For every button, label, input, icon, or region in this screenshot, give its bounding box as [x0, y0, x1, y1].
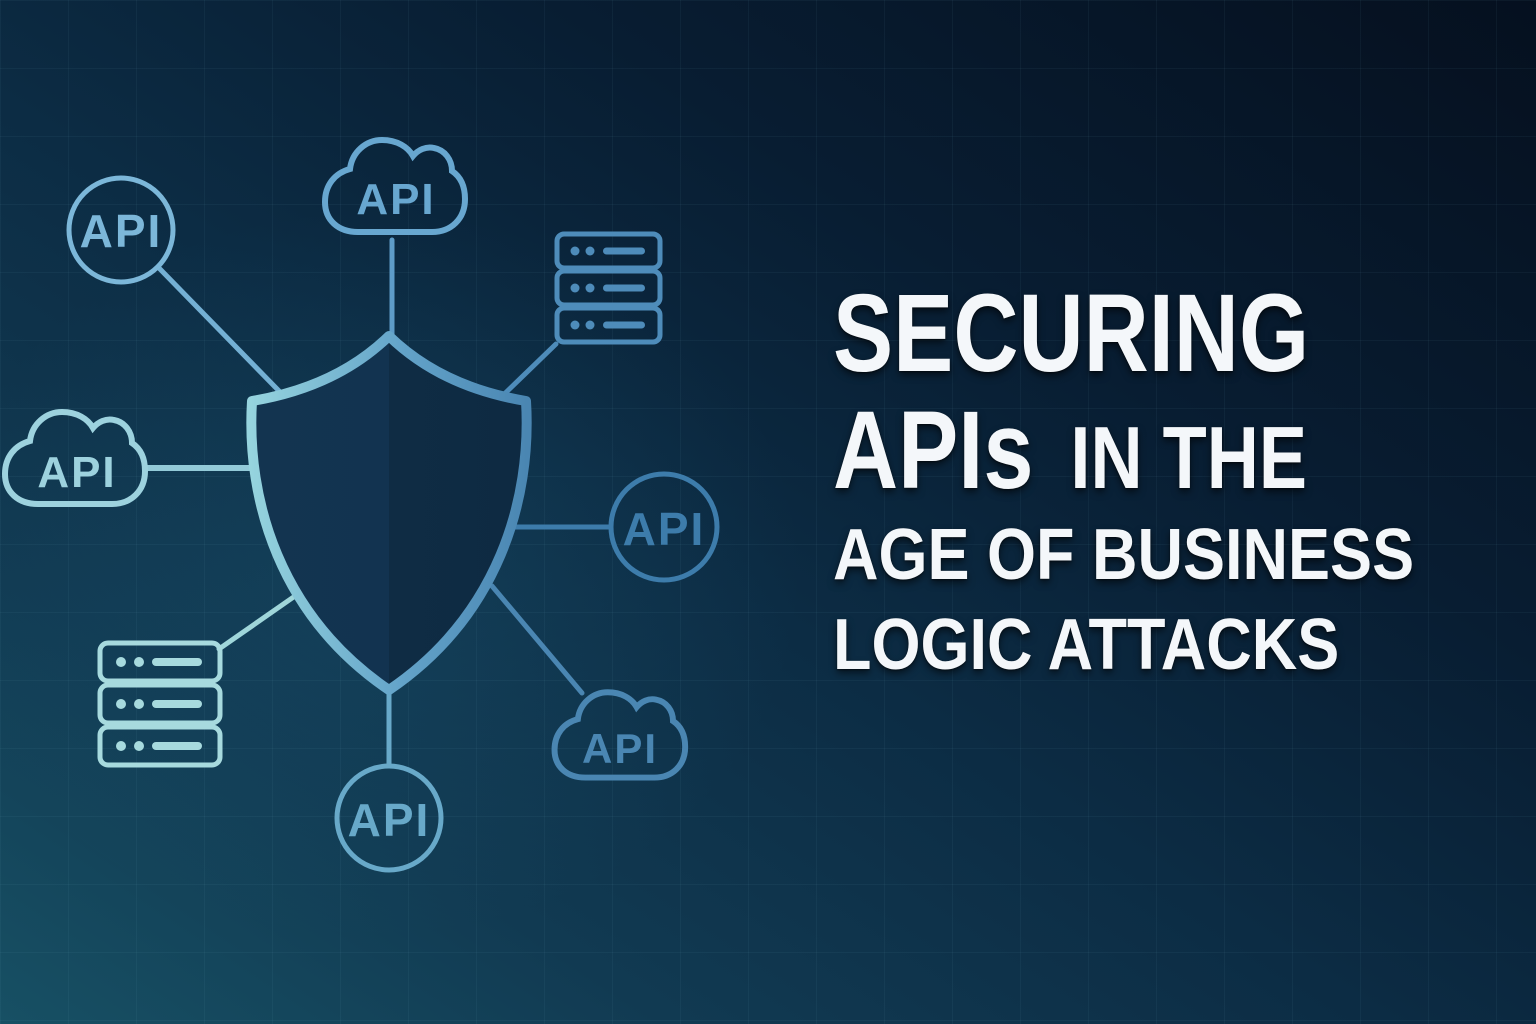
- api-label: API: [80, 205, 163, 257]
- api-cloud-bottom-right: API: [555, 692, 686, 777]
- link-cloud-bottom-right: [489, 583, 585, 696]
- api-cloud-top: API: [325, 140, 465, 232]
- server-top-right: [554, 231, 663, 345]
- server-leds: [116, 657, 202, 751]
- api-cloud-left: API: [5, 412, 145, 504]
- api-label: API: [582, 725, 658, 772]
- server-leds: [570, 246, 645, 330]
- server-bottom-left: [97, 640, 223, 768]
- api-circle-top-left: API: [66, 175, 176, 285]
- api-label: API: [37, 448, 116, 497]
- shield-icon: [246, 331, 532, 695]
- api-label: API: [348, 794, 431, 846]
- api-label: API: [356, 175, 435, 224]
- link-circle-top-left: [155, 264, 283, 395]
- link-server-bottom-left: [216, 593, 298, 652]
- api-circle-bottom: API: [334, 763, 444, 873]
- connection-lines: [143, 237, 614, 769]
- api-label: API: [623, 503, 706, 555]
- api-circle-right: API: [608, 471, 720, 583]
